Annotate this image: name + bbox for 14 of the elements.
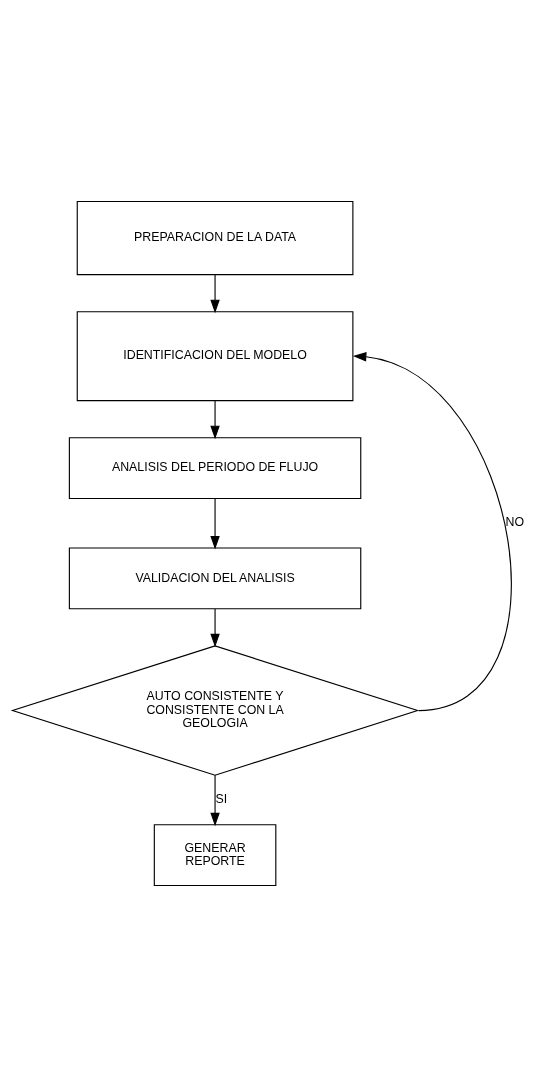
node-box: IDENTIFICACION DEL MODELO xyxy=(76,310,354,401)
arrow xyxy=(210,497,220,549)
node-diamond: AUTO CONSISTENTE Y CONSISTENTE CON LA GEOLOGIA xyxy=(10,644,420,776)
arrow xyxy=(210,399,220,439)
node-box: ANALISIS DEL PERIODO DE FLUJO xyxy=(68,436,362,499)
arrow xyxy=(210,607,220,647)
node-box: PREPARACION DE LA DATA xyxy=(76,200,354,275)
arrow xyxy=(210,273,220,313)
node-box: VALIDACION DEL ANALISIS xyxy=(68,546,362,609)
arrow xyxy=(352,351,512,711)
edge-label: SI xyxy=(215,791,228,806)
edge-label: NO xyxy=(505,514,525,529)
node-box: GENERAR REPORTE xyxy=(153,823,277,886)
arrow xyxy=(210,774,220,826)
